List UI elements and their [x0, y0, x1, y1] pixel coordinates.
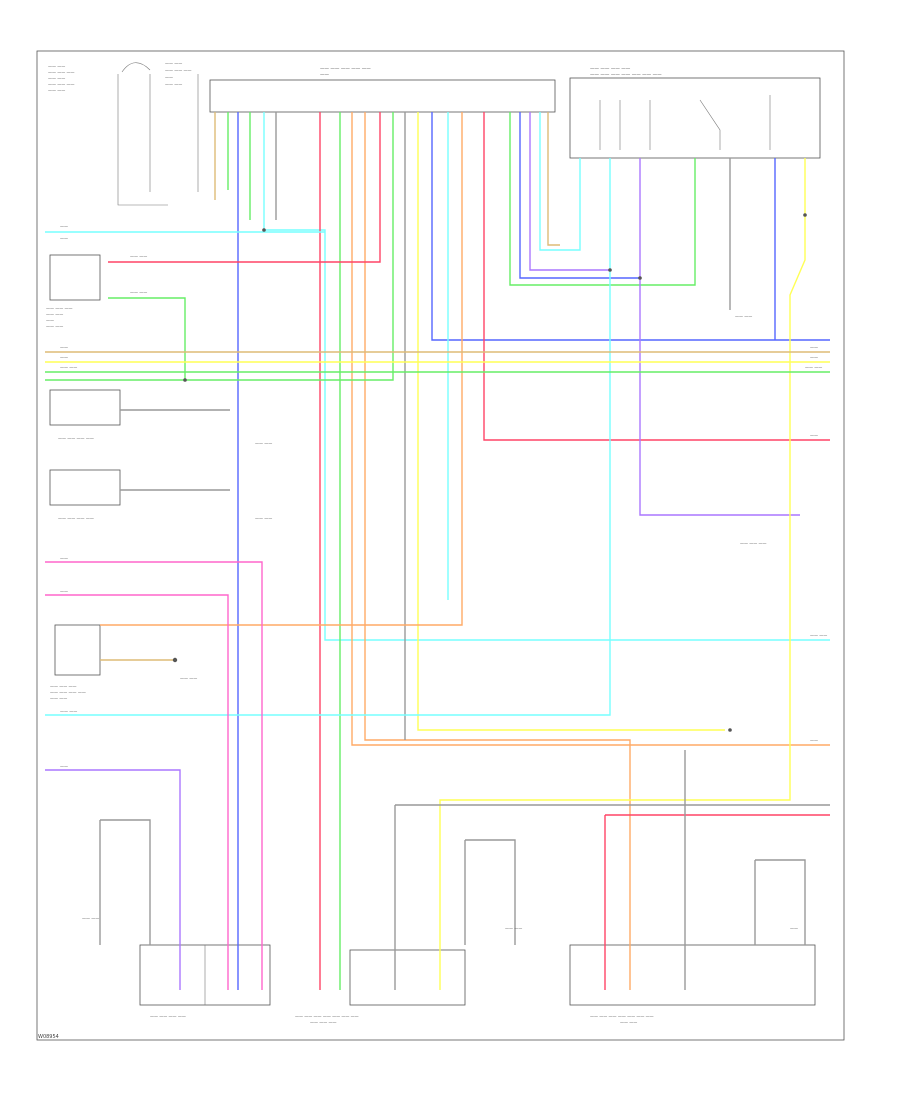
- svg-text:—— ——: —— ——: [180, 676, 197, 681]
- svg-text:——: ——: [60, 224, 68, 229]
- svg-text:——: ——: [60, 764, 68, 769]
- svg-text:—— ——: —— ——: [255, 516, 272, 521]
- svg-text:—— ——: —— ——: [165, 82, 182, 87]
- svg-text:——: ——: [810, 433, 818, 438]
- svg-text:——: ——: [810, 345, 818, 350]
- svg-text:——: ——: [46, 318, 54, 323]
- bottom-center-actuator: —— —— —— —— —— —— —— —— —— ——: [295, 949, 466, 1025]
- key-cylinder-switch: —— —— —— —— —— —— —— —— ——: [50, 624, 101, 701]
- svg-text:—— —— ——: —— —— ——: [46, 306, 73, 311]
- lock-switch-block: —— —— —— —— —— —— —— ——: [46, 254, 101, 329]
- svg-text:—— ——: —— ——: [48, 76, 65, 81]
- svg-text:—— ——: —— ——: [735, 314, 752, 319]
- svg-text:——: ——: [60, 589, 68, 594]
- wire-bundle-horizontal: [45, 231, 830, 990]
- junction-dots: [172, 213, 807, 732]
- svg-text:—— —— ——: —— —— ——: [740, 541, 767, 546]
- svg-text:—— —— —— ——: —— —— —— ——: [590, 67, 631, 72]
- svg-text:—— ——: —— ——: [255, 441, 272, 446]
- wire-bundle-right: [45, 112, 806, 990]
- svg-text:—— ——: —— ——: [130, 290, 147, 295]
- wire-labels: —— —— —— —— —— —— —— —— —— —— —— —— —— —…: [60, 224, 827, 931]
- left-door-lock-switch: —— —— —— ——: [49, 389, 121, 441]
- svg-text:——: ——: [810, 738, 818, 743]
- diagram-frame: [36, 50, 845, 1041]
- svg-text:—— ——: —— ——: [46, 312, 63, 317]
- bottom-left-module: —— —— —— ——: [139, 944, 271, 1019]
- svg-text:——: ——: [60, 345, 68, 350]
- svg-text:—— —— ——: —— —— ——: [48, 70, 75, 75]
- svg-text:——: ——: [60, 236, 68, 241]
- svg-text:—— ——: —— ——: [46, 324, 63, 329]
- svg-text:—— —— ——: —— —— ——: [50, 684, 77, 689]
- svg-text:—— —— ——: —— —— ——: [310, 1020, 337, 1025]
- svg-text:—— ——: —— ——: [805, 365, 822, 370]
- svg-text:——: ——: [790, 926, 798, 931]
- wire-bundle-vertical: [45, 112, 830, 990]
- svg-text:—— —— —— —— —— —— ——: —— —— —— —— —— —— ——: [590, 73, 662, 78]
- svg-text:—— —— —— ——: —— —— —— ——: [58, 436, 94, 441]
- svg-text:—— ——: —— ——: [48, 88, 65, 93]
- bottom-drop-wires: [99, 819, 806, 945]
- svg-text:—— —— —— —— —— —— ——: —— —— —— —— —— —— ——: [295, 1014, 359, 1019]
- svg-text:—— —— ——: —— —— ——: [48, 82, 75, 87]
- svg-text:—— ——: —— ——: [130, 254, 147, 259]
- svg-text:—— ——: —— ——: [50, 696, 67, 701]
- svg-text:—— ——: —— ——: [48, 64, 65, 69]
- right-door-lock-switch: —— —— —— ——: [49, 469, 121, 521]
- bottom-right-actuator: —— —— —— —— —— —— —— —— ——: [569, 944, 816, 1025]
- svg-text:——: ——: [810, 355, 818, 360]
- svg-text:—— —— —— ——: —— —— —— ——: [58, 516, 94, 521]
- svg-text:—— ——: —— ——: [60, 365, 77, 370]
- diagram-code: W08954: [38, 1034, 59, 1040]
- svg-text:—— —— —— ——: —— —— —— ——: [50, 690, 86, 695]
- svg-text:——: ——: [60, 355, 68, 360]
- control-unit-box: —— —— —— —— —— ——: [209, 67, 556, 113]
- svg-text:—— ——: —— ——: [60, 709, 77, 714]
- sensor-block: —— —— —— —— —— —— —— —— —— —— —— —— —— —…: [48, 61, 199, 206]
- svg-text:—— ——: —— ——: [165, 61, 182, 66]
- svg-text:—— ——: —— ——: [810, 633, 827, 638]
- svg-text:——: ——: [60, 556, 68, 561]
- svg-text:——: ——: [320, 73, 330, 78]
- svg-text:—— —— ——: —— —— ——: [165, 68, 192, 73]
- svg-text:—— —— —— —— ——: —— —— —— —— ——: [320, 67, 371, 72]
- svg-text:—— ——: —— ——: [620, 1020, 637, 1025]
- svg-text:—— —— —— —— —— —— ——: —— —— —— —— —— —— ——: [590, 1014, 654, 1019]
- svg-text:—— ——: —— ——: [505, 926, 522, 931]
- svg-text:—— —— —— ——: —— —— —— ——: [150, 1014, 186, 1019]
- svg-text:——: ——: [165, 75, 173, 80]
- relay-box: —— —— —— —— —— —— —— —— —— —— ——: [569, 67, 821, 159]
- svg-text:—— ——: —— ——: [82, 916, 99, 921]
